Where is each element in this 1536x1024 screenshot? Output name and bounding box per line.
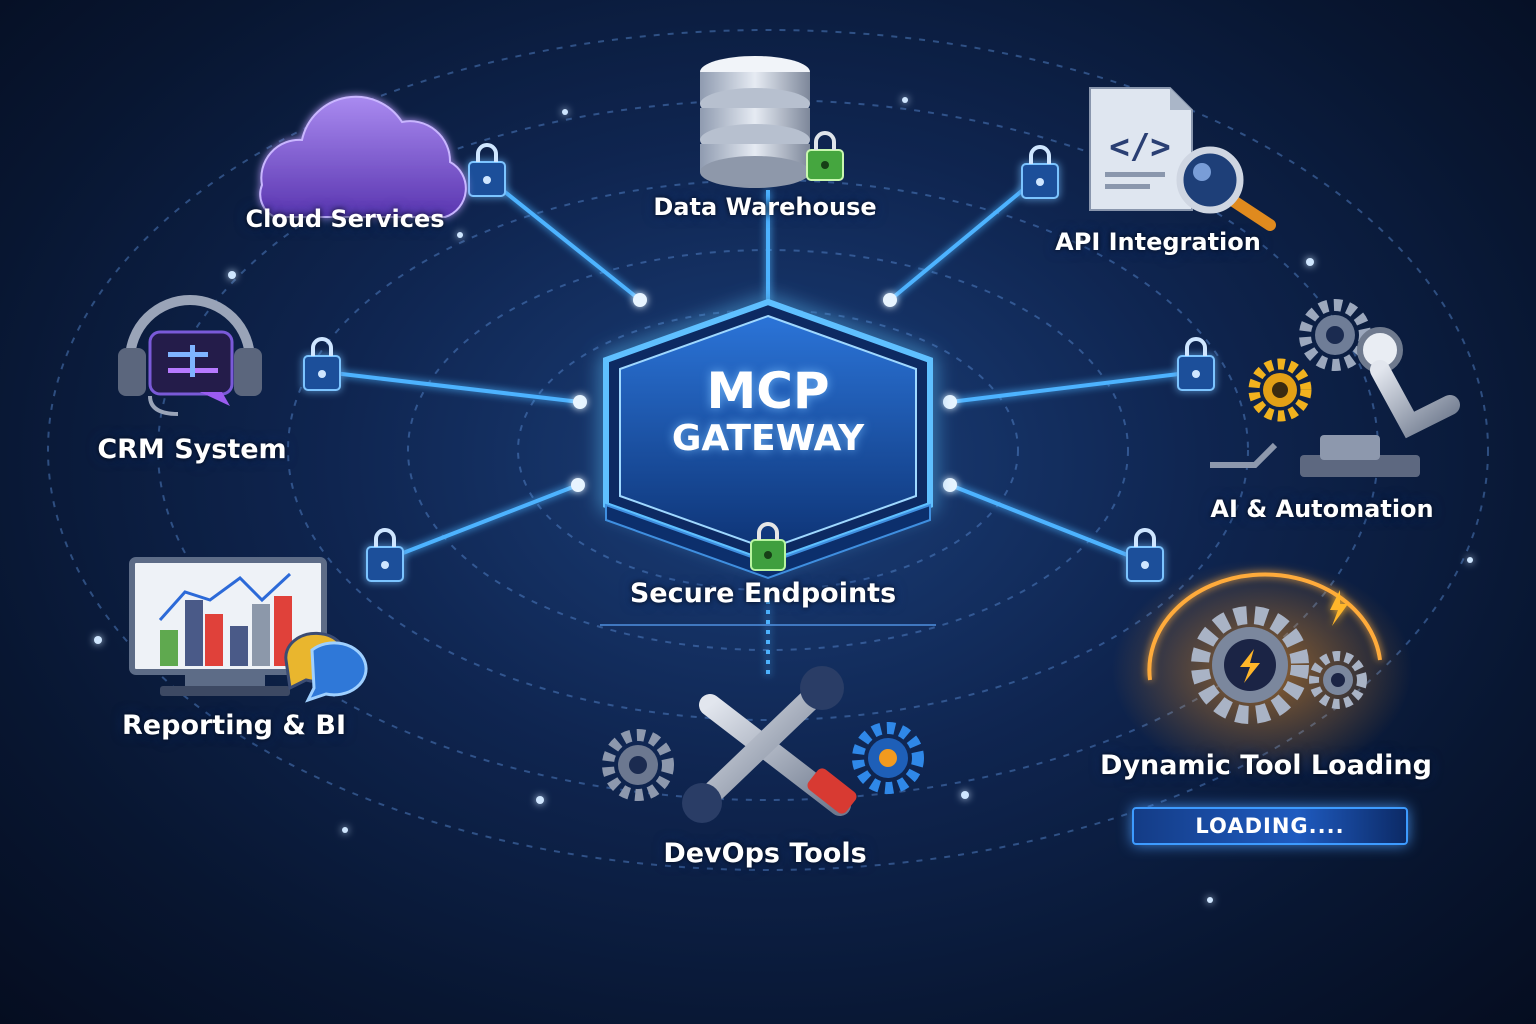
lock-icon bbox=[303, 337, 341, 391]
lock-icon bbox=[1021, 145, 1059, 199]
gateway-title-line2: GATEWAY bbox=[671, 418, 865, 459]
gear-icon bbox=[1191, 606, 1309, 724]
data-warehouse-label: Data Warehouse bbox=[653, 193, 877, 221]
gateway-title-line1: MCP bbox=[706, 362, 830, 420]
connector-lines bbox=[324, 178, 1196, 680]
robot-arm-icon bbox=[1210, 299, 1460, 477]
gear-icon bbox=[852, 722, 924, 794]
connector-nodes bbox=[571, 293, 957, 492]
ai-automation-label: AI & Automation bbox=[1210, 495, 1434, 523]
database-icon bbox=[700, 56, 844, 188]
reporting-bi-label: Reporting & BI bbox=[122, 710, 346, 741]
gateway-lock-icon bbox=[750, 522, 786, 571]
cloud-services-label: Cloud Services bbox=[245, 205, 445, 233]
gear-icon bbox=[1248, 358, 1312, 422]
orbit-dots bbox=[94, 97, 1473, 903]
lock-icon bbox=[366, 528, 404, 582]
dynamic-tool-loading-label: Dynamic Tool Loading bbox=[1100, 750, 1432, 781]
gear-icon bbox=[602, 729, 674, 801]
line-locks bbox=[303, 143, 1215, 582]
monitor-chart-icon bbox=[129, 557, 368, 703]
svg-text:</>: </> bbox=[1109, 127, 1170, 167]
gear-icon bbox=[1309, 651, 1367, 709]
loading-label: LOADING.... bbox=[1195, 814, 1345, 838]
dynamic-loading-icon bbox=[1112, 560, 1412, 780]
crm-system-label: CRM System bbox=[97, 434, 287, 465]
cloud-icon bbox=[259, 95, 467, 218]
tools-icon bbox=[602, 666, 924, 823]
gateway-hexagon bbox=[603, 298, 933, 580]
api-document-icon: </> bbox=[1089, 87, 1193, 211]
secure-endpoints-label: Secure Endpoints bbox=[629, 578, 897, 609]
loading-progress-bar: LOADING.... bbox=[1132, 807, 1408, 845]
lock-icon bbox=[806, 131, 844, 181]
magnifier-icon bbox=[1176, 146, 1276, 231]
headset-icon bbox=[118, 295, 262, 416]
lock-icon bbox=[468, 143, 506, 197]
lock-icon bbox=[1177, 337, 1215, 391]
api-integration-label: API Integration bbox=[1055, 228, 1261, 256]
devops-tools-label: DevOps Tools bbox=[663, 838, 867, 869]
lock-icon bbox=[1126, 528, 1164, 582]
